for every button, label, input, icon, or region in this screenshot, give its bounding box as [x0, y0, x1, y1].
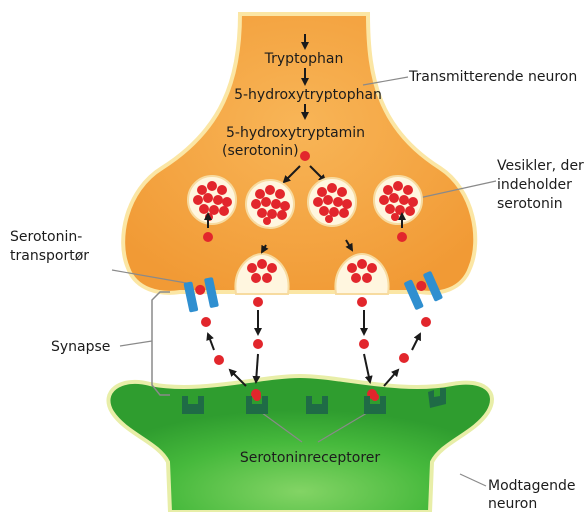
label-vesicles-line1: Vesikler, der — [497, 158, 584, 174]
label-transporter-line1: Serotonin- — [10, 229, 82, 245]
label-5-hydroxytryptamin: 5-hydroxytryptamin — [226, 125, 365, 141]
label-transmitting-neuron: Transmitterende neuron — [408, 69, 577, 85]
label-vesicles-line2: indeholder — [497, 177, 572, 193]
label-tryptophan: Tryptophan — [264, 51, 344, 67]
label-receiving-line2: neuron — [488, 496, 537, 512]
label-serotonin-receptors: Serotoninreceptorer — [240, 450, 381, 466]
postsynaptic-neuron — [108, 376, 492, 512]
label-serotonin: (serotonin) — [222, 143, 299, 159]
label-synapse: Synapse — [51, 339, 110, 355]
label-receiving-line1: Modtagende — [488, 478, 575, 494]
synapse-bracket — [152, 292, 170, 395]
label-transporter-line2: transportør — [10, 248, 89, 264]
label-vesicles-line3: serotonin — [497, 196, 563, 212]
label-5-hydroxytryptophan: 5-hydroxytryptophan — [234, 87, 382, 103]
